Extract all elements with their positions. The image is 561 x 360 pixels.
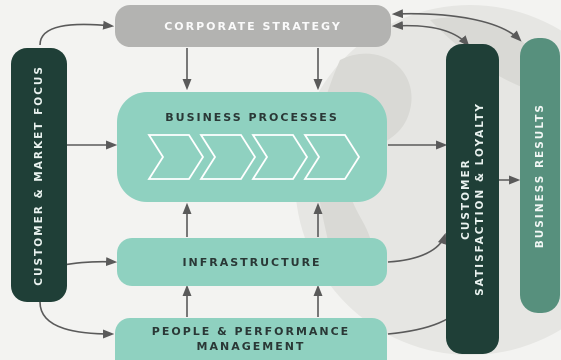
customer-market-focus-label: CUSTOMER & MARKET FOCUS	[33, 64, 45, 286]
chevron-step-1	[147, 134, 205, 180]
people-performance-line-2: MANAGEMENT	[196, 340, 306, 353]
infrastructure-box: INFRASTRUCTURE	[117, 238, 387, 286]
arrow-focus-to-people	[39, 301, 115, 339]
arrow-focus-to-strategy	[39, 20, 115, 46]
chevron-step-2	[199, 134, 257, 180]
business-processes-box: BUSINESS PROCESSES	[117, 92, 387, 202]
infrastructure-label: INFRASTRUCTURE	[182, 255, 322, 269]
people-performance-box: PEOPLE & PERFORMANCE MANAGEMENT	[115, 318, 387, 360]
customer-market-focus-box: CUSTOMER & MARKET FOCUS	[11, 48, 67, 302]
process-chevrons	[147, 134, 361, 180]
business-processes-label: BUSINESS PROCESSES	[165, 111, 339, 124]
arrow-infra-to-satisfaction	[387, 232, 447, 263]
customer-satisfaction-box: CUSTOMER SATISFACTION & LOYALTY	[446, 44, 499, 354]
arrow-strategy-results	[391, 9, 522, 42]
chevron-step-3	[251, 134, 309, 180]
corporate-strategy-label: CORPORATE STRATEGY	[164, 19, 342, 33]
corporate-strategy-box: CORPORATE STRATEGY	[115, 5, 391, 47]
arrow-strategy-satisfaction	[391, 21, 470, 47]
chevron-step-4	[303, 134, 361, 180]
business-results-box: BUSINESS RESULTS	[520, 38, 560, 313]
customer-satisfaction-line-2: SATISFACTION & LOYALTY	[473, 102, 486, 296]
business-results-label: BUSINESS RESULTS	[534, 102, 546, 249]
customer-satisfaction-line-1: CUSTOMER	[459, 158, 472, 240]
people-performance-line-1: PEOPLE & PERFORMANCE	[151, 325, 351, 338]
customer-satisfaction-label: CUSTOMER SATISFACTION & LOYALTY	[459, 102, 487, 296]
